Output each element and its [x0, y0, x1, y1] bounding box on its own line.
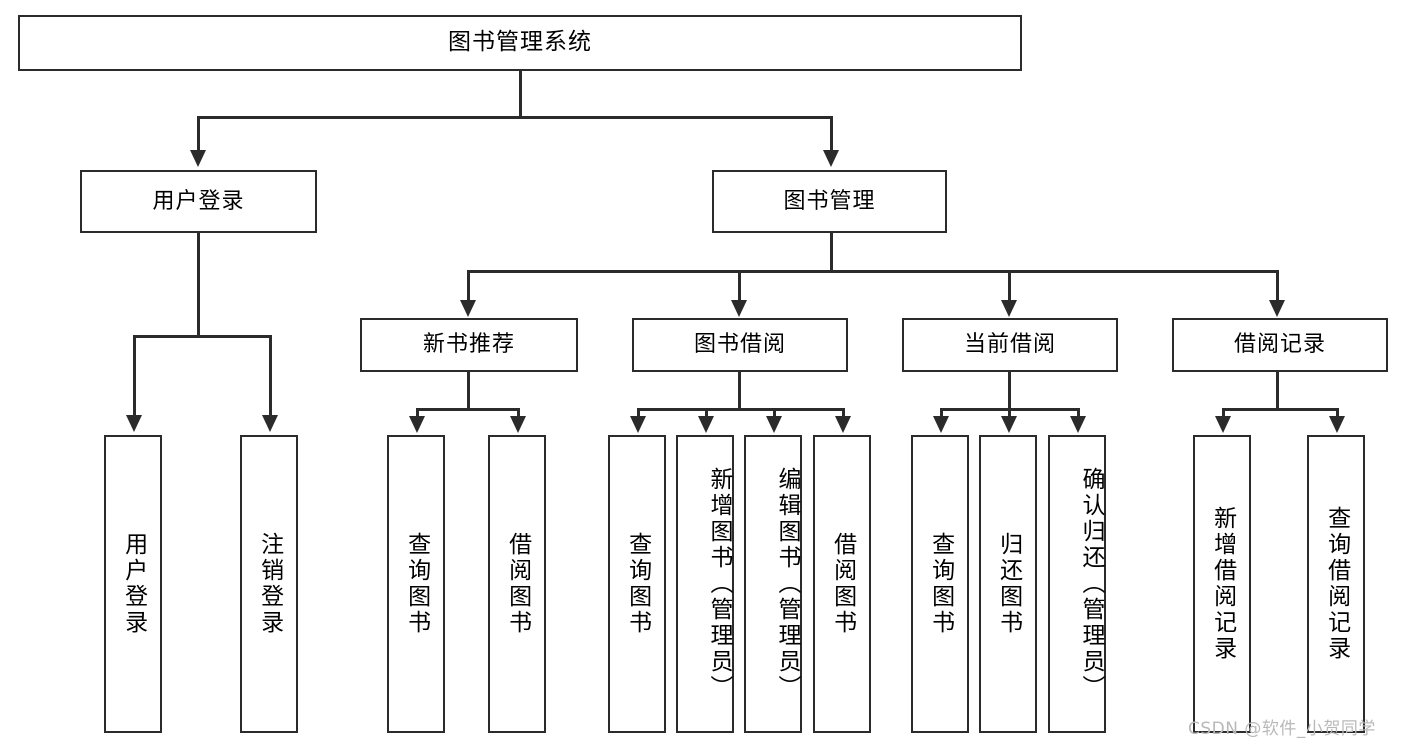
connector-book-borrow-stem [738, 372, 741, 408]
arrow-book-manage-child-1 [460, 300, 476, 317]
csdn-watermark: CSDN @软件_小贺同学 [1188, 719, 1376, 739]
node-label: 编辑图书（管理员） [774, 467, 800, 701]
arrow-new-book-leaf-2 [510, 416, 526, 433]
arrow-user-login-leaf-1 [126, 415, 142, 432]
node-label: 查询图书 [624, 532, 651, 636]
connector-book-borrow-drop-4 [842, 408, 845, 418]
connector-book-manage-drop-4 [1276, 270, 1279, 302]
arrow-user-login-leaf-2 [262, 415, 278, 432]
node-label: 查询图书 [403, 532, 430, 636]
arrow-book-manage-child-2 [731, 300, 747, 317]
node-label: 用户登录 [152, 188, 245, 214]
node-label: 查询借阅记录 [1323, 506, 1350, 662]
connector-new-book-drop-1 [416, 408, 419, 418]
connector-new-book-bus [416, 408, 520, 411]
node-book-manage[interactable]: 图书管理 [712, 170, 947, 233]
connector-borrow-record-stem [1276, 372, 1279, 408]
node-borrow-record[interactable]: 借阅记录 [1172, 318, 1388, 372]
connector-book-borrow-drop-2 [705, 408, 708, 418]
arrow-book-borrow-leaf-1 [630, 416, 646, 433]
arrow-current-borrow-leaf-1 [933, 416, 949, 433]
connector-user-login-bus [133, 335, 272, 338]
node-label: 借阅图书 [504, 532, 531, 636]
connector-current-borrow-drop-1 [940, 408, 943, 418]
arrow-borrow-record-leaf-1 [1215, 416, 1231, 433]
connector-borrow-record-bus [1222, 408, 1339, 411]
leaf-borrow-record-query[interactable]: 查询借阅记录 [1307, 435, 1365, 733]
connector-book-borrow-drop-1 [637, 408, 640, 418]
connector-root-to-user-login [197, 116, 200, 152]
node-label: 查询图书 [927, 532, 954, 636]
connector-user-login-drop-2 [269, 335, 272, 417]
leaf-user-login-logout[interactable]: 注销登录 [240, 435, 298, 733]
node-label: 新增图书（管理员） [706, 467, 732, 701]
leaf-new-book-query[interactable]: 查询图书 [387, 435, 445, 733]
connector-root-bus [197, 116, 833, 119]
connector-borrow-record-drop-1 [1222, 408, 1225, 418]
arrow-book-borrow-leaf-2 [698, 416, 714, 433]
node-label: 用户登录 [120, 532, 147, 636]
node-label: 新增借阅记录 [1209, 506, 1236, 662]
connector-new-book-stem [467, 372, 470, 408]
leaf-book-borrow-add[interactable]: 新增图书（管理员） [676, 435, 734, 733]
connector-user-login-stem [197, 233, 200, 335]
arrow-book-borrow-leaf-4 [835, 416, 851, 433]
connector-user-login-drop-1 [133, 335, 136, 417]
node-label: 注销登录 [256, 532, 283, 636]
node-book-borrow[interactable]: 图书借阅 [632, 318, 848, 372]
connector-current-borrow-drop-3 [1077, 408, 1080, 418]
connector-book-manage-drop-2 [738, 270, 741, 302]
node-new-book-recommend[interactable]: 新书推荐 [360, 318, 578, 372]
node-label: 借阅记录 [1233, 332, 1326, 358]
arrow-current-borrow-leaf-2 [1001, 416, 1017, 433]
arrow-current-borrow-leaf-3 [1070, 416, 1086, 433]
connector-current-borrow-drop-2 [1008, 408, 1011, 418]
node-label: 图书管理 [783, 188, 876, 214]
node-root-system[interactable]: 图书管理系统 [18, 15, 1022, 71]
arrow-borrow-record-leaf-2 [1329, 416, 1345, 433]
arrow-root-to-user-login [190, 150, 206, 167]
connector-book-manage-stem [830, 233, 833, 270]
connector-borrow-record-drop-2 [1336, 408, 1339, 418]
leaf-book-borrow-borrow[interactable]: 借阅图书 [813, 435, 871, 733]
connector-book-manage-bus [467, 270, 1279, 273]
leaf-borrow-record-add[interactable]: 新增借阅记录 [1193, 435, 1251, 733]
leaf-book-borrow-query[interactable]: 查询图书 [608, 435, 666, 733]
arrow-book-manage-child-3 [1001, 300, 1017, 317]
connector-root-to-book-manage [830, 116, 833, 152]
leaf-current-borrow-query[interactable]: 查询图书 [911, 435, 969, 733]
connector-book-manage-drop-3 [1008, 270, 1011, 302]
node-label: 图书管理系统 [448, 29, 592, 56]
node-label: 归还图书 [995, 532, 1022, 636]
connector-root-stem [519, 71, 522, 116]
connector-new-book-drop-2 [517, 408, 520, 418]
leaf-user-login-login[interactable]: 用户登录 [104, 435, 162, 733]
connector-book-borrow-drop-3 [773, 408, 776, 418]
leaf-current-borrow-return[interactable]: 归还图书 [979, 435, 1037, 733]
connector-book-borrow-bus [637, 408, 845, 411]
arrow-book-borrow-leaf-3 [766, 416, 782, 433]
connector-book-manage-drop-1 [467, 270, 470, 302]
leaf-new-book-borrow[interactable]: 借阅图书 [488, 435, 546, 733]
node-label: 当前借阅 [963, 332, 1056, 358]
arrow-root-to-book-manage [823, 150, 839, 167]
leaf-current-borrow-confirm[interactable]: 确认归还（管理员） [1048, 435, 1106, 733]
node-label: 确认归还（管理员） [1078, 467, 1104, 701]
node-label: 新书推荐 [422, 332, 515, 358]
node-user-login[interactable]: 用户登录 [80, 170, 317, 233]
arrow-new-book-leaf-1 [409, 416, 425, 433]
node-label: 图书借阅 [693, 332, 786, 358]
connector-current-borrow-stem [1008, 372, 1011, 408]
node-label: 借阅图书 [829, 532, 856, 636]
arrow-book-manage-child-4 [1269, 300, 1285, 317]
node-current-borrow[interactable]: 当前借阅 [902, 318, 1118, 372]
leaf-book-borrow-edit[interactable]: 编辑图书（管理员） [744, 435, 802, 733]
